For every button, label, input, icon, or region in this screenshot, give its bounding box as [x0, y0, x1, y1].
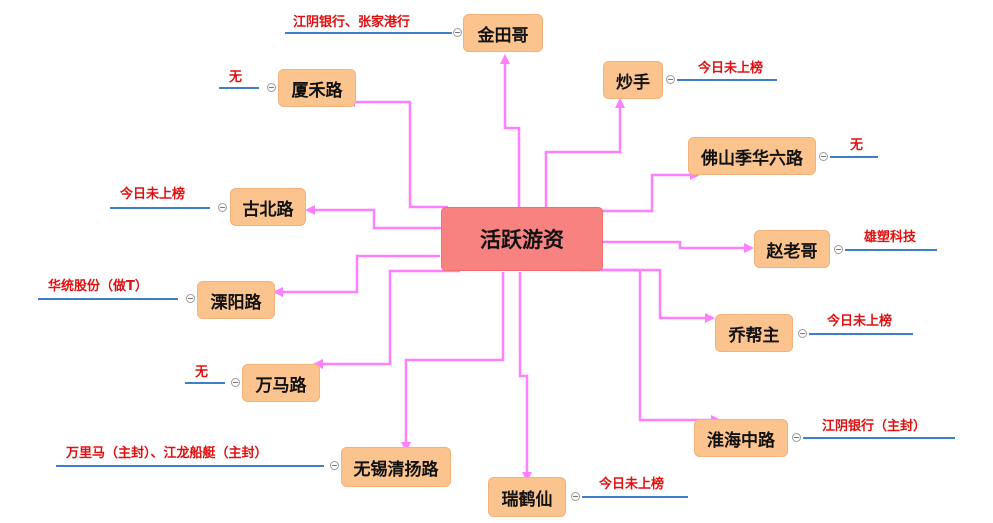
note-underline	[285, 32, 452, 34]
topic-label: 赵老哥	[766, 241, 818, 262]
note-underline	[830, 156, 878, 158]
collapse-handle-icon[interactable]	[792, 433, 801, 442]
note-underline	[110, 207, 210, 209]
topic-label: 厦禾路	[291, 80, 343, 101]
collapse-handle-icon[interactable]	[834, 245, 843, 254]
link-xiahelu	[345, 97, 448, 209]
topic-label: 无锡清扬路	[353, 459, 439, 480]
collapse-handle-icon[interactable]	[819, 152, 828, 161]
note-wanmalu: 无	[195, 365, 209, 380]
note-chaoshou: 今日未上榜	[698, 61, 764, 76]
topic-qiaobangzhu[interactable]: 乔帮主	[715, 314, 793, 352]
link-qiaobangzhu	[580, 268, 715, 323]
link-zhaolaoge	[601, 240, 754, 253]
link-liyanglu	[273, 254, 440, 297]
topic-xiahelu[interactable]: 厦禾路	[278, 69, 356, 107]
topic-gubeilu[interactable]: 古北路	[230, 188, 306, 226]
topic-label: 万马路	[255, 375, 307, 396]
topic-label: 淮海中路	[707, 430, 775, 451]
note-underline	[185, 382, 225, 384]
topic-chaoshou[interactable]: 炒手	[603, 61, 663, 99]
topic-foshan[interactable]: 佛山季华六路	[688, 137, 816, 175]
topic-label: 瑞鹤仙	[501, 489, 553, 510]
note-underline	[56, 465, 324, 467]
note-zhaolaoge: 雄塑科技	[864, 230, 917, 245]
collapse-handle-icon[interactable]	[571, 492, 580, 501]
topic-label: 乔帮主	[728, 325, 780, 346]
topic-label: 金田哥	[477, 25, 529, 46]
topic-label: 佛山季华六路	[701, 148, 803, 169]
note-underline	[677, 79, 777, 81]
topic-label: 溧阳路	[210, 292, 262, 313]
link-wanmalu	[313, 269, 460, 369]
topic-zhaolaoge[interactable]: 赵老哥	[754, 230, 830, 268]
collapse-handle-icon[interactable]	[186, 294, 195, 303]
note-qiaobangzhu: 今日未上榜	[827, 314, 893, 329]
link-jintiange	[500, 54, 521, 207]
note-underline	[809, 333, 913, 335]
topic-wuxi[interactable]: 无锡清扬路	[341, 447, 451, 487]
topic-jintiange[interactable]: 金田哥	[463, 14, 543, 52]
topic-wanmalu[interactable]: 万马路	[242, 364, 320, 402]
topic-liyanglu[interactable]: 溧阳路	[197, 281, 275, 319]
collapse-handle-icon[interactable]	[453, 28, 462, 37]
topic-label: 古北路	[242, 199, 294, 220]
note-underline	[582, 496, 688, 498]
collapse-handle-icon[interactable]	[218, 203, 227, 212]
topic-ruihexian[interactable]: 瑞鹤仙	[488, 477, 566, 517]
note-underline	[219, 87, 259, 89]
note-underline	[803, 437, 955, 439]
link-wuxi	[401, 272, 505, 452]
central-topic-label: 活跃游资	[480, 228, 564, 252]
link-ruihexian	[518, 272, 532, 482]
note-huaihai: 江阴银行（主封）	[822, 419, 927, 434]
link-gubeilu	[305, 205, 443, 230]
note-underline	[845, 249, 937, 251]
note-xiahelu: 无	[229, 70, 243, 85]
note-wuxi: 万里马（主封）、江龙船艇（主封）	[66, 446, 268, 461]
note-gubeilu: 今日未上榜	[120, 187, 186, 202]
central-topic[interactable]: 活跃游资	[441, 207, 603, 271]
topic-label: 炒手	[616, 72, 650, 93]
collapse-handle-icon[interactable]	[798, 329, 807, 338]
collapse-handle-icon[interactable]	[231, 378, 240, 387]
collapse-handle-icon[interactable]	[666, 75, 675, 84]
note-jintiange: 江阴银行、张家港行	[293, 15, 411, 30]
note-ruihexian: 今日未上榜	[599, 477, 665, 492]
collapse-handle-icon[interactable]	[330, 461, 339, 470]
topic-huaihai[interactable]: 淮海中路	[694, 419, 788, 457]
note-foshan: 无	[850, 138, 864, 153]
link-huaihai	[560, 268, 721, 425]
note-underline	[38, 298, 178, 300]
collapse-handle-icon[interactable]	[267, 83, 276, 92]
link-chaoshou	[544, 98, 625, 207]
note-liyanglu: 华统股份（做T）	[48, 279, 148, 294]
link-foshan	[601, 170, 700, 213]
